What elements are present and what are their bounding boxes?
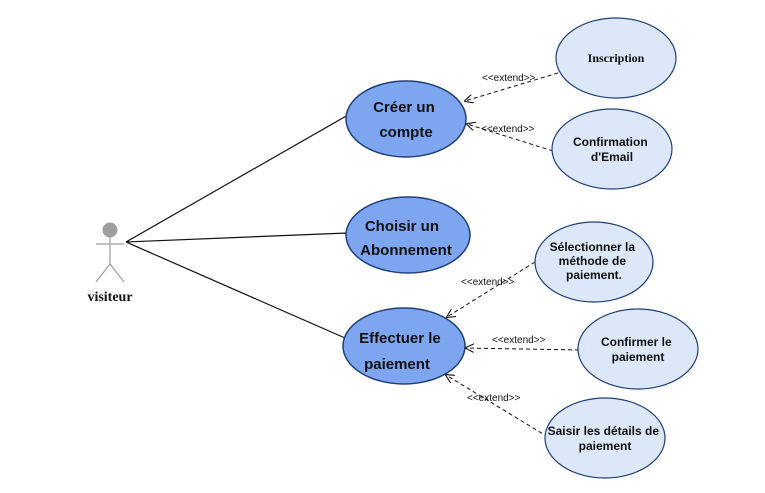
association-choisir-abonnement [125, 232, 348, 243]
svg-text:Choisir un Abonnement: Choisir un Abonnement [360, 218, 452, 259]
extend-label-inscription: <<extend>> [482, 73, 536, 84]
use-case-choisir-abonnement[interactable]: Choisir un Abonnement [345, 196, 471, 274]
saisir-details-line2: paiement [579, 439, 632, 453]
use-case-effectuer-paiement[interactable]: Effectuer le paiement [342, 307, 466, 385]
extend-label-confirmation-email: <<extend>> [481, 124, 535, 135]
confirmation-email-line1: Confirmation [573, 135, 648, 149]
choisir-abonnement-line2: Abonnement [360, 242, 452, 259]
effectuer-paiement-line2: paiement [364, 356, 430, 373]
effectuer-paiement-line1: Effectuer le [359, 330, 441, 347]
confirmation-email-line2: d'Email [591, 150, 633, 164]
creer-compte-line2: compte [379, 124, 432, 141]
svg-text:Confirmer le paiement: Confirmer le paiement [601, 335, 675, 364]
use-case-confirmer-paiement[interactable]: Confirmer le paiement [577, 308, 699, 390]
svg-text:Inscription: Inscription [588, 51, 645, 65]
actor-leg-left [95, 263, 111, 283]
creer-compte-line1: Créer un [373, 99, 435, 116]
actor-visiteur: visiteur [87, 222, 133, 305]
svg-text:Confirmation d'Email: Confirmation d'Email [573, 135, 651, 164]
use-case-confirmation-email[interactable]: Confirmation d'Email [551, 108, 673, 190]
svg-text:Saisir les détails de pa: Saisir les détails de paiement [548, 424, 663, 453]
saisir-details-line1: Saisir les détails de [548, 424, 660, 438]
confirmer-paiement-line2: paiement [612, 350, 665, 364]
choisir-abonnement-line1: Choisir un [365, 218, 439, 235]
selectionner-methode-line2: méthode de [559, 254, 627, 268]
actor-head [102, 222, 118, 238]
svg-text:Effectuer le paiement: Effectuer le paiement [359, 330, 445, 373]
association-creer-compte [125, 114, 349, 243]
use-case-inscription[interactable]: Inscription [555, 17, 677, 99]
extend-label-saisir-details: <<extend>> [467, 393, 521, 404]
use-case-selectionner-methode[interactable]: Sélectionner la méthode de paiement. [534, 221, 654, 303]
svg-text:Créer un compte: Créer un compte [373, 99, 439, 141]
extend-inscription [465, 72, 559, 101]
selectionner-methode-line1: Sélectionner la [550, 240, 636, 254]
svg-text:Sélectionner la méthode: Sélectionner la méthode de paiement. [550, 240, 639, 282]
extend-selectionner-methode [447, 261, 536, 317]
actor-leg-right [109, 263, 125, 283]
extend-label-confirmer-paiement: <<extend>> [492, 335, 546, 346]
selectionner-methode-line3: paiement. [566, 268, 622, 282]
extend-confirmer-paiement [466, 348, 580, 350]
extend-saisir-details [446, 375, 549, 438]
actor-label: visiteur [87, 290, 132, 305]
extend-confirmation-email [467, 124, 554, 152]
use-case-saisir-details[interactable]: Saisir les détails de paiement [544, 397, 666, 479]
inscription-line1: Inscription [588, 51, 645, 65]
use-case-creer-compte[interactable]: Créer un compte [345, 80, 467, 158]
association-effectuer-paiement [125, 241, 346, 339]
extend-label-selectionner-methode: <<extend>> [461, 277, 515, 288]
confirmer-paiement-line1: Confirmer le [601, 335, 672, 349]
